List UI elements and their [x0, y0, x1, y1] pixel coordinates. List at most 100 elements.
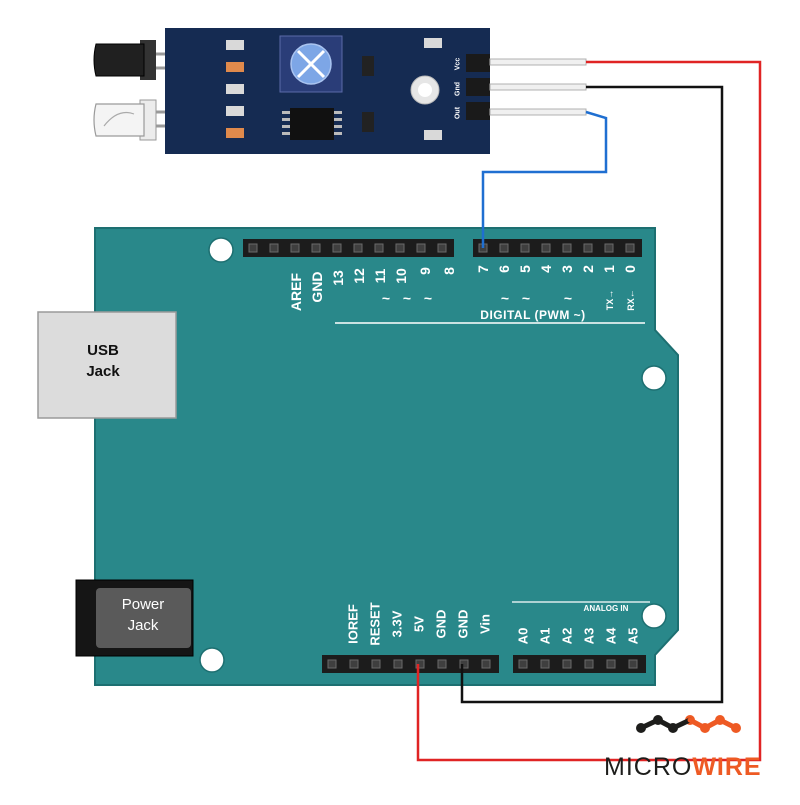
brand-logo-link [717, 717, 739, 731]
brand-name-part1: MICRO [604, 753, 692, 781]
brand-logo-link [655, 717, 676, 731]
analog-pin-label-a4: A4 [604, 627, 619, 644]
digital-header-left-pin-socket [269, 243, 279, 253]
pwm-mark-3: ~ [564, 290, 572, 306]
tx-label: TX→ [605, 290, 615, 311]
digital-pin-label-11: 11 [372, 268, 388, 283]
mounting-hole [641, 603, 667, 629]
power-header-pin-socket [437, 659, 447, 669]
rx-label: RX← [626, 289, 636, 311]
pwm-mark-5: ~ [522, 290, 530, 306]
digital-header-left-pin-socket [311, 243, 321, 253]
digital-pin-label-8: 8 [441, 267, 457, 275]
usb-jack-label-line2: Jack [86, 363, 120, 380]
analog-header-pin-socket [540, 659, 550, 669]
smd-resistor [226, 84, 244, 94]
brand-logo: MICROWIRE [604, 715, 762, 781]
smd-part [424, 130, 442, 140]
wire-vcc-to-5v [416, 60, 762, 762]
power-header-body [322, 655, 499, 673]
analog-label: ANALOG IN [584, 604, 629, 613]
analog-pin-label-a5: A5 [626, 628, 641, 645]
analog-header-pin-socket [584, 659, 594, 669]
digital-pin-label-13: 13 [330, 270, 346, 286]
usb-jack-label-line1: USB [87, 342, 119, 359]
analog-pin-label-a0: A0 [516, 628, 531, 645]
mounting-hole [208, 237, 234, 263]
analog-pin-label-a3: A3 [582, 628, 597, 645]
digital-pin-label-1: 1 [601, 265, 617, 273]
analog-pin-label-a2: A2 [560, 628, 575, 645]
power-header-pin-socket [481, 659, 491, 669]
power-pin-label-vin: Vin [478, 614, 493, 634]
digital-header-right-pin-socket [499, 243, 509, 253]
wire-gnd-to-gnd [460, 85, 724, 704]
brand-logo-link [702, 717, 723, 731]
digital-header-left-pin-socket [332, 243, 342, 253]
brand-logo-link [670, 717, 693, 731]
ir-sensor-module: Vcc Gnd Out [93, 28, 587, 154]
digital-header-left-pin-socket [374, 243, 384, 253]
digital-header-left-pin-socket [353, 243, 363, 253]
pwm-mark-6: ~ [501, 290, 509, 306]
power-header-pin-socket [459, 659, 469, 669]
digital-pin-label-0: 0 [622, 265, 638, 273]
mounting-hole [199, 647, 225, 673]
power-pin-label-gnd: GND [456, 610, 471, 639]
smd-part [362, 56, 374, 76]
digital-header-left-pin-socket [290, 243, 300, 253]
module-pin-gnd-label: Gnd [455, 82, 462, 96]
power-header-pin-socket [349, 659, 359, 669]
power-jack-front [96, 588, 191, 648]
smd-part [362, 112, 374, 132]
digital-header-right-pin-socket [604, 243, 614, 253]
digital-pin-label-5: 5 [517, 265, 533, 273]
digital-pin-label-7: 7 [475, 265, 491, 273]
digital-header-right-body [473, 239, 642, 257]
brand-logo-mark [636, 715, 741, 733]
digital-pin-label-3: 3 [559, 265, 575, 273]
pwm-mark-10: ~ [403, 290, 411, 306]
power-pin-label-reset: RESET [368, 602, 383, 645]
analog-header [513, 655, 646, 673]
brand-logo-link [687, 717, 708, 731]
smd-resistor [226, 128, 244, 138]
power-header-pin-socket [393, 659, 403, 669]
digital-pin-label-gnd: GND [309, 271, 325, 302]
pwm-mark-9: ~ [424, 290, 432, 306]
digital-header-left-pin-socket [395, 243, 405, 253]
usb-jack [37, 311, 177, 419]
digital-header-right-pin-socket [562, 243, 572, 253]
pwm-mark-11: ~ [382, 290, 390, 306]
brand-name: MICROWIRE [604, 753, 762, 781]
analog-labels: A0 A1 A2 A3 A4 A5 [516, 627, 641, 644]
analog-header-body [513, 655, 646, 673]
power-header-pin-socket [415, 659, 425, 669]
power-pin-label-5v: 5V [412, 616, 427, 632]
digital-pin-label-9: 9 [417, 267, 433, 275]
smd-resistor [226, 106, 244, 116]
digital-pin-label-12: 12 [351, 268, 367, 284]
brand-logo-link [638, 717, 661, 731]
power-pin-label-ioref: IOREF [346, 604, 361, 644]
digital-header-right-pin-socket [583, 243, 593, 253]
arduino-board-outline [94, 227, 679, 686]
digital-pin-label-6: 6 [496, 265, 512, 273]
digital-header-left-pin-socket [248, 243, 258, 253]
digital-header-right [473, 239, 642, 257]
analog-header-pin-socket [518, 659, 528, 669]
analog-pin-label-a1: A1 [538, 628, 553, 645]
digital-pin-label-aref: AREF [288, 273, 304, 312]
digital-header-right-pin-socket [541, 243, 551, 253]
analog-header-pin-socket [562, 659, 572, 669]
digital-header-left-pin-socket [437, 243, 447, 253]
comparator-chip [290, 108, 334, 140]
smd-resistor [226, 40, 244, 50]
module-pin-out-label: Out [455, 106, 462, 119]
digital-header-left-pin-socket [416, 243, 426, 253]
